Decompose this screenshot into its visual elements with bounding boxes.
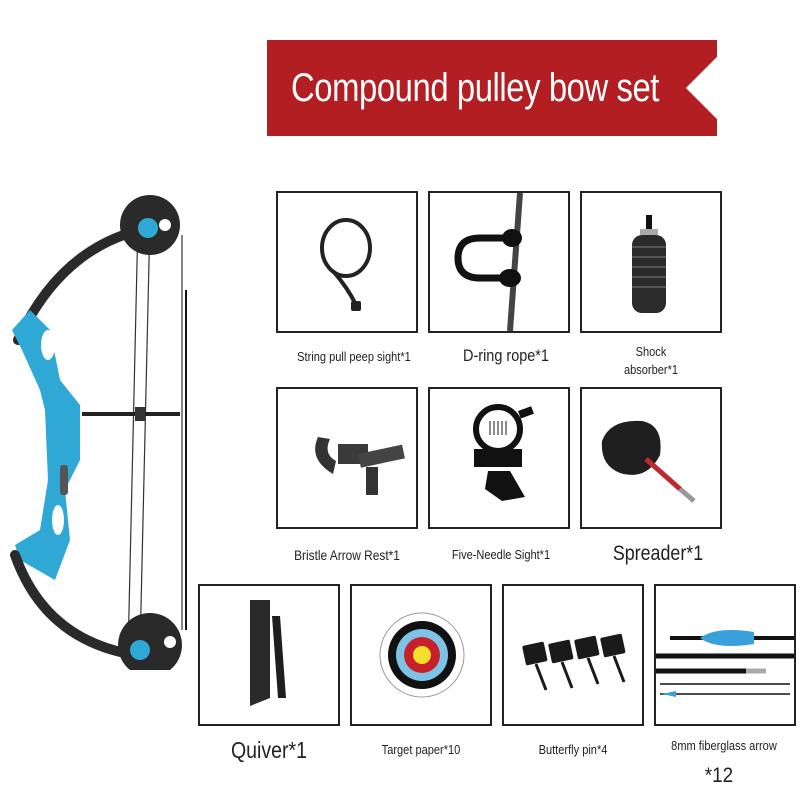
arrow-rest-icon	[315, 437, 405, 495]
label-shock-line1: Shock	[635, 344, 667, 359]
arrows-icon	[656, 630, 794, 697]
label-d-ring: D-ring rope*1	[463, 346, 549, 365]
item-box-pins	[502, 584, 644, 726]
label-shock-line2: absorber*1	[623, 362, 679, 377]
bow-sight-icon	[473, 404, 534, 501]
item-box-shock-absorber	[580, 191, 722, 333]
item-box-release	[580, 387, 722, 529]
item-box-target	[350, 584, 492, 726]
label-pins: Butterfly pin*4	[538, 742, 608, 757]
label-sight: Five-Needle Sight*1	[451, 547, 551, 562]
label-quiver: Quiver*1	[230, 737, 308, 763]
banner-title: Compound pulley bow set	[291, 66, 660, 110]
item-box-arrow-rest	[276, 387, 418, 529]
label-arrows-qty: *12	[704, 764, 734, 787]
label-spreader: Spreader*1	[612, 542, 704, 565]
banner-notch	[685, 56, 717, 120]
item-box-arrows	[654, 584, 796, 726]
quiver-icon	[250, 600, 286, 706]
peep-sight-cord-icon	[320, 218, 372, 311]
item-box-peep-sight	[276, 191, 418, 333]
item-box-sight	[428, 387, 570, 529]
title-banner: Compound pulley bow set	[267, 40, 717, 136]
label-arrows: 8mm fiberglass arrow	[671, 738, 777, 753]
target-pins-icon	[522, 633, 626, 691]
label-peep-sight: String pull peep sight*1	[297, 349, 411, 364]
target-face-icon	[379, 612, 465, 698]
stabilizer-icon	[632, 215, 666, 313]
label-arrow-rest: Bristle Arrow Rest*1	[294, 547, 400, 563]
d-loop-rope-icon	[454, 192, 523, 332]
label-target: Target paper*10	[381, 742, 461, 757]
compound-bow-image	[10, 195, 187, 670]
item-box-quiver	[198, 584, 340, 726]
item-box-d-ring	[428, 191, 570, 333]
release-aid-icon	[601, 420, 696, 503]
